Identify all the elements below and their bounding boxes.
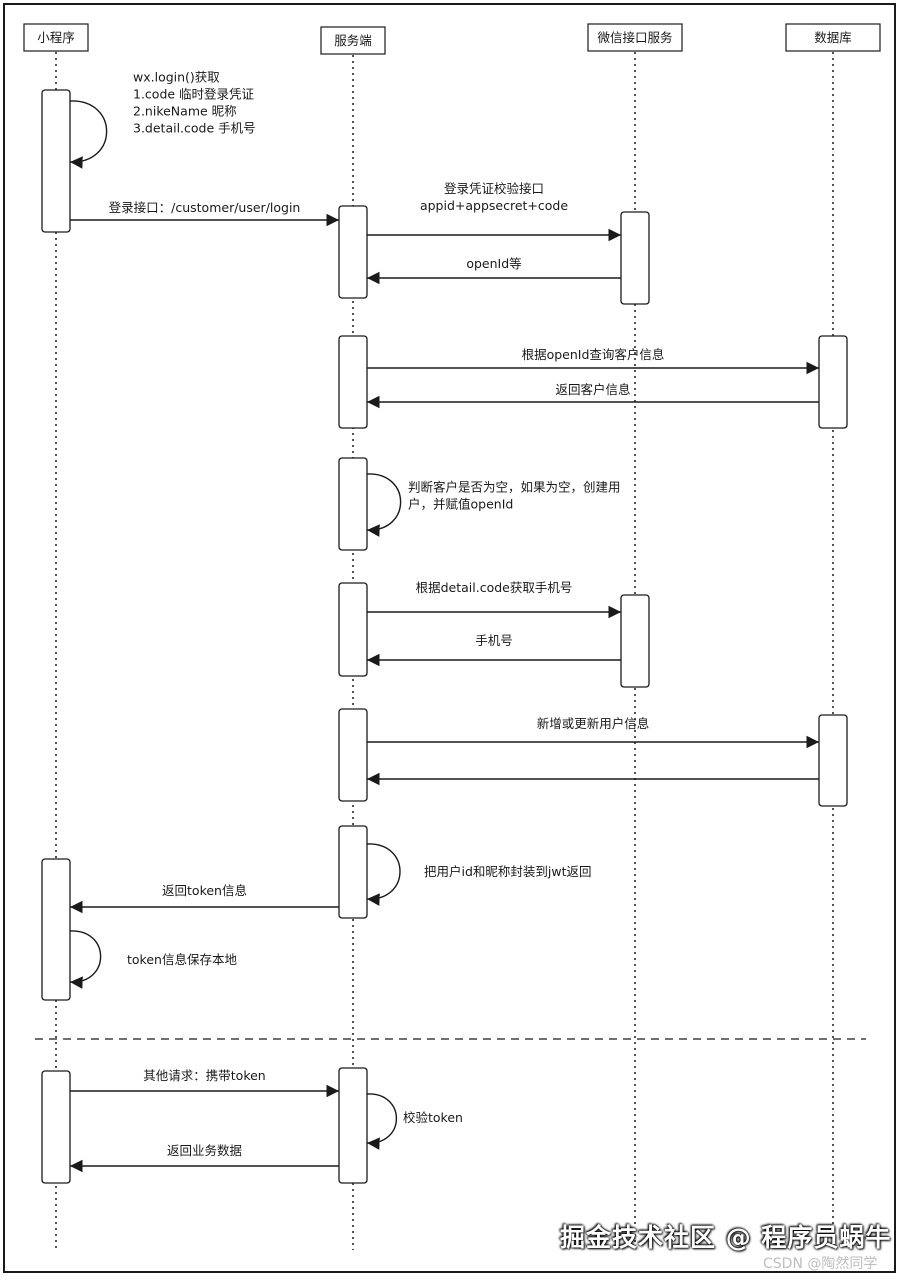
- activation-db: [818, 335, 848, 429]
- message-label: 根据detail.code获取手机号: [416, 580, 573, 595]
- participant-wx: 微信接口服务: [587, 23, 683, 52]
- message-label: 根据openId查询客户信息: [522, 347, 665, 362]
- message-label: 3.detail.code 手机号: [133, 121, 256, 136]
- activation-db: [818, 714, 848, 807]
- message-m12: 把用户id和昵称封装到jwt返回: [366, 843, 592, 906]
- message-m15: 其他请求：携带token: [70, 1068, 339, 1098]
- message-label: 2.nikeName 昵称: [133, 104, 237, 119]
- self-call-arrow: [69, 930, 102, 989]
- participant-srv: 服务端: [320, 26, 386, 55]
- message-m5: 根据openId查询客户信息: [367, 347, 819, 375]
- message-label: 把用户id和昵称封装到jwt返回: [424, 864, 592, 879]
- message-label: 1.code 临时登录凭证: [133, 87, 255, 102]
- message-m9: 手机号: [367, 633, 621, 667]
- message-m3: 登录凭证校验接口 appid+appsecret+code: [367, 181, 621, 242]
- participant-box: [320, 26, 386, 55]
- self-call-arrow: [366, 473, 402, 537]
- message-m8: 根据detail.code获取手机号: [367, 580, 621, 619]
- message-m14: token信息保存本地: [69, 930, 237, 989]
- message-label: 校验token: [403, 1110, 463, 1125]
- message-label: 登录接口：/customer/user/login: [109, 200, 301, 215]
- activation-srv: [338, 708, 368, 802]
- message-label: 返回业务数据: [167, 1143, 242, 1158]
- watermark-text: 掘金技术社区 @ 程序员蜗牛: [560, 1223, 892, 1252]
- participant-label: 微信接口服务: [597, 30, 672, 45]
- activation-srv: [338, 582, 368, 677]
- message-label: 判断客户是否为空，如果为空，创建用: [408, 480, 621, 495]
- activation-mp: [41, 1070, 71, 1184]
- message-m6: 返回客户信息: [367, 382, 819, 409]
- participant-label: 服务端: [334, 33, 372, 48]
- participant-box: [785, 23, 881, 52]
- message-label: openId等: [466, 256, 521, 271]
- message-label: 登录凭证校验接口: [444, 181, 544, 196]
- self-call-arrow: [366, 1093, 398, 1150]
- message-label: 返回token信息: [162, 883, 247, 898]
- activation-srv: [338, 1067, 368, 1184]
- message-label: 手机号: [475, 633, 513, 648]
- self-call-arrow: [366, 843, 401, 906]
- activation-wx: [620, 594, 650, 688]
- message-m1: wx.login()获取 1.code 临时登录凭证 2.nikeName 昵称 3.…: [69, 70, 256, 169]
- activation-mp: [41, 858, 71, 1001]
- message-m4: openId等: [367, 256, 621, 285]
- participant-box: [23, 23, 89, 52]
- activation-srv: [338, 825, 368, 919]
- message-label: token信息保存本地: [127, 952, 237, 967]
- participant-db: 数据库: [785, 23, 881, 52]
- message-label: 返回客户信息: [555, 382, 630, 397]
- message-label: 户，并赋值openId: [408, 497, 513, 512]
- message-label: appid+appsecret+code: [420, 198, 568, 213]
- participant-label: 小程序: [37, 30, 75, 45]
- self-call-arrow: [69, 100, 108, 169]
- message-m16: 校验token: [366, 1093, 463, 1150]
- participant-mp: 小程序: [23, 23, 89, 52]
- watermark-source: CSDN @陶然同学: [763, 1256, 878, 1272]
- activation-srv: [338, 335, 368, 429]
- activation-mp: [41, 89, 71, 233]
- activation-srv: [338, 457, 368, 551]
- message-m2: 登录接口：/customer/user/login: [70, 200, 339, 227]
- activation-wx: [620, 211, 650, 305]
- participant-box: [587, 23, 683, 52]
- participant-label: 数据库: [814, 30, 852, 45]
- activation-srv: [338, 205, 368, 299]
- message-m10: 新增或更新用户信息: [367, 716, 819, 749]
- message-label: 其他请求：携带token: [143, 1068, 265, 1083]
- message-label: wx.login()获取: [133, 70, 220, 85]
- message-label: 新增或更新用户信息: [537, 716, 650, 731]
- diagram-frame: [3, 3, 896, 1273]
- message-m13: 返回token信息: [70, 883, 339, 914]
- message-m17: 返回业务数据: [70, 1143, 339, 1173]
